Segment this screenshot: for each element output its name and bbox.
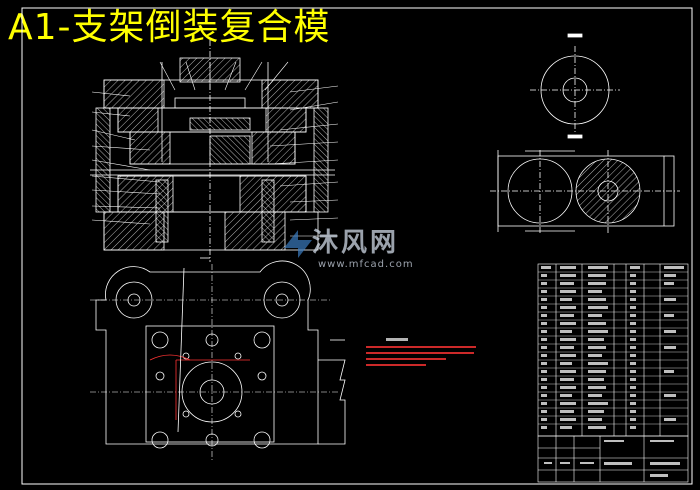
workpiece-view (530, 33, 620, 134)
section-marks (177, 257, 345, 433)
drawing-title: A1-支架倒装复合模 (8, 7, 331, 48)
watermark-brand: 沐风网 (312, 228, 400, 258)
watermark: 沐风网 www.mfcad.com (270, 222, 414, 270)
red-marks (149, 354, 250, 420)
technical-notes (366, 338, 476, 366)
watermark-logo-icon (284, 230, 312, 258)
title-block-text (544, 440, 680, 477)
plan-centerlines (90, 264, 340, 460)
watermark-url: www.mfcad.com (318, 259, 414, 270)
bom-cell-text (541, 266, 684, 429)
bom-rows (538, 271, 688, 425)
leader-lines-right (269, 85, 339, 237)
strip-layout (490, 134, 680, 234)
leader-lines-top (159, 61, 289, 91)
plan-view (95, 260, 346, 449)
title-block (537, 435, 689, 483)
sheet-border (21, 7, 693, 485)
leader-lines-left (91, 91, 161, 225)
